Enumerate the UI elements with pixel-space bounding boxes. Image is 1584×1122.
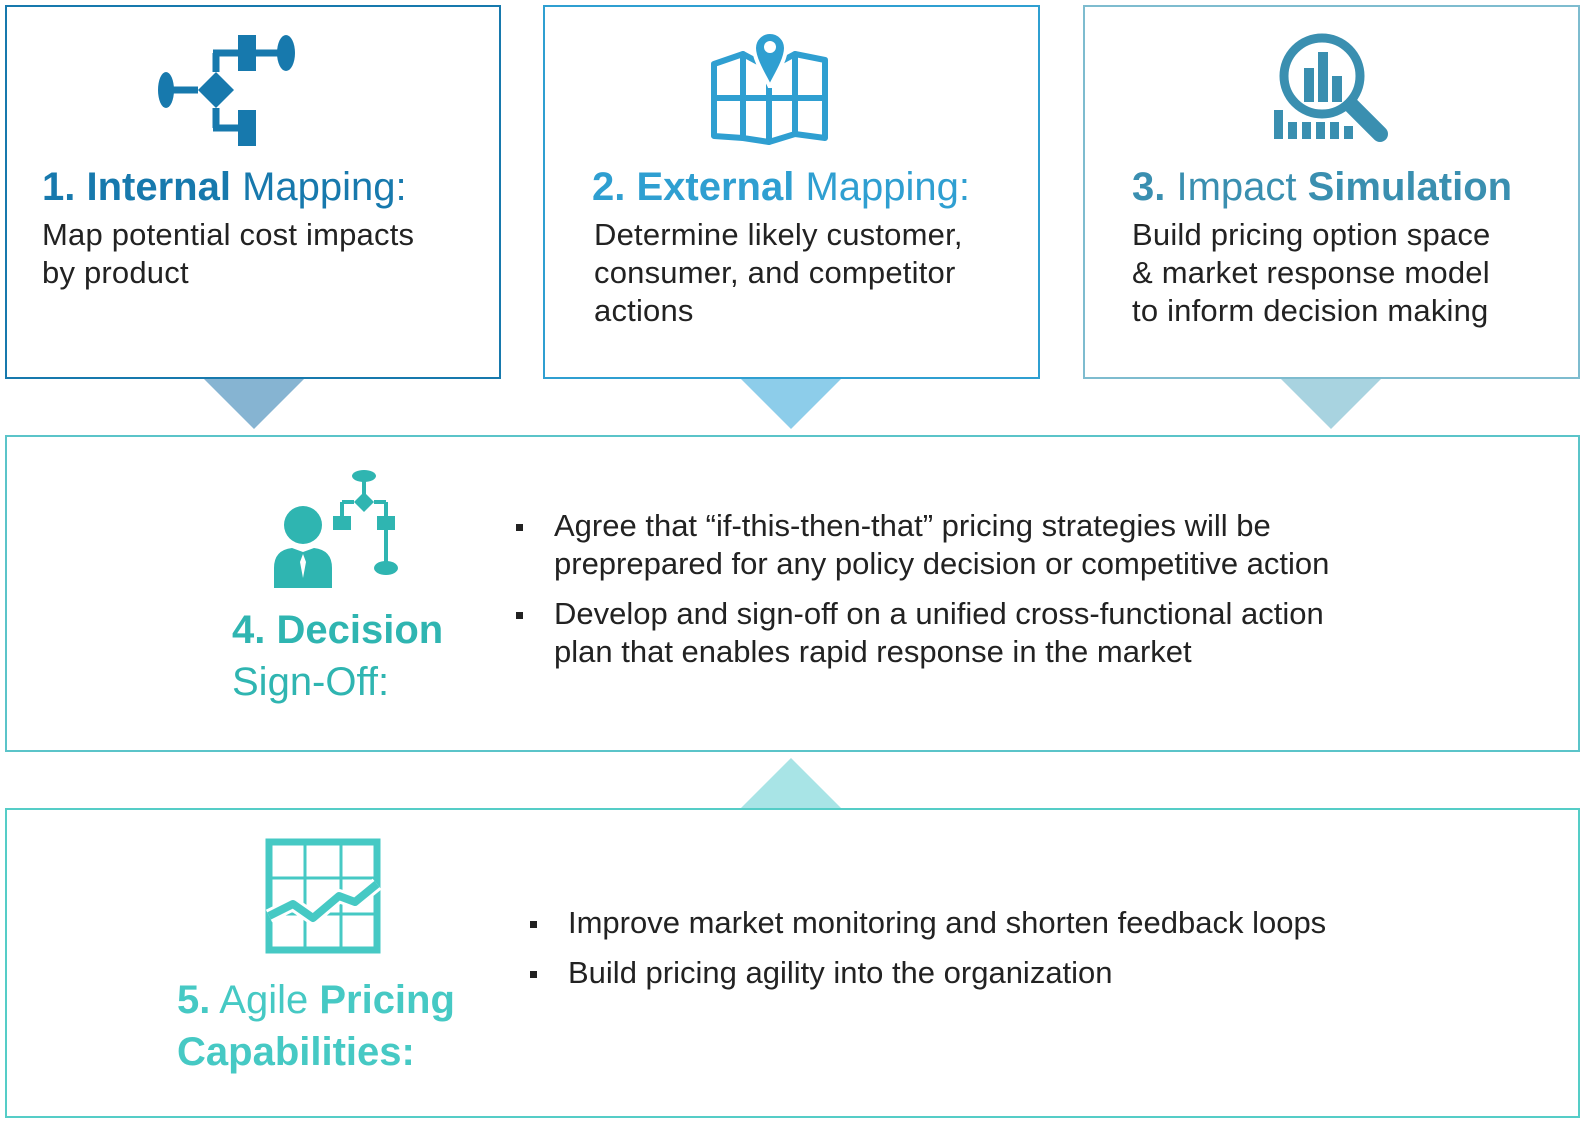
step-3-description: Build pricing option space & market resp… — [1132, 217, 1491, 328]
step-1-title: 1. Internal Mapping: — [42, 165, 407, 209]
map-pin-icon — [711, 30, 828, 145]
arrow-down-2 — [741, 379, 841, 429]
step-external-mapping — [543, 5, 1040, 379]
step-impact-simulation — [1083, 5, 1580, 379]
step-4-title: 4. Decision Sign-Off: — [232, 608, 444, 704]
step-2-description: Determine likely customer, consumer, and… — [594, 217, 963, 328]
step-5-title: 5. Agile Pricing Capabilities: — [177, 978, 455, 1074]
step-decision-sign-off — [5, 435, 1580, 752]
magnifier-chart-icon — [1274, 33, 1388, 142]
step-3-title: 3. Impact Simulation — [1132, 165, 1513, 209]
arrow-down-1 — [204, 379, 304, 429]
agile-bullet-1: Improve market monitoring and shorten fe… — [530, 904, 1326, 942]
decision-bullets: Agree that “if-this-then-that” pricing s… — [516, 507, 1329, 683]
line-chart-grid-icon — [265, 838, 381, 954]
flowchart-icon — [158, 35, 295, 146]
decision-bullet-1: Agree that “if-this-then-that” pricing s… — [516, 507, 1329, 583]
step-1-description: Map potential cost impacts by product — [42, 217, 415, 290]
arrow-up — [741, 758, 841, 808]
person-flowchart-icon — [274, 470, 398, 588]
decision-bullet-2: Develop and sign-off on a unified cross-… — [516, 595, 1329, 671]
agile-bullet-2: Build pricing agility into the organizat… — [530, 954, 1326, 992]
agile-bullets: Improve market monitoring and shorten fe… — [530, 904, 1326, 1004]
step-2-title: 2. External Mapping: — [592, 165, 971, 209]
arrow-down-3 — [1281, 379, 1381, 429]
